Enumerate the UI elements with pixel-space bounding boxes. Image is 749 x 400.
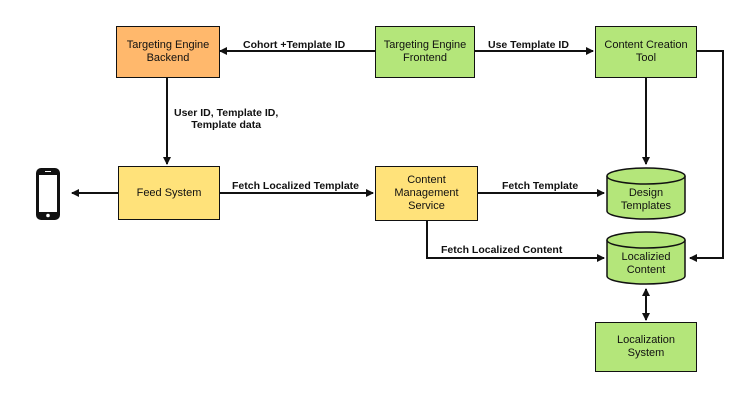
edge-label-fetch-localized-template: Fetch Localized Template bbox=[232, 180, 359, 192]
targeting-engine-backend-node: Targeting Engine Backend bbox=[116, 26, 220, 78]
localized-content-cylinder bbox=[606, 231, 686, 285]
edge-label-fetch-template: Fetch Template bbox=[502, 180, 579, 192]
design-templates-cylinder bbox=[606, 167, 686, 220]
targeting-engine-frontend-node: Targeting Engine Frontend bbox=[375, 26, 475, 78]
content-management-service-node: Content Management Service bbox=[375, 166, 478, 221]
edge-creation-tool-to-localized-content bbox=[689, 50, 724, 262]
localization-system-node: Localization System bbox=[595, 322, 697, 372]
feed-system-node: Feed System bbox=[118, 166, 220, 220]
edge-label-cohort-template-id: Cohort +Template ID bbox=[243, 39, 346, 51]
content-creation-tool-node: Content Creation Tool bbox=[595, 26, 697, 78]
localized-content-label: Localizied Content bbox=[621, 251, 671, 276]
design-templates-label: Design Templates bbox=[620, 187, 672, 212]
edge-label-fetch-localized-content: Fetch Localized Content bbox=[441, 244, 563, 256]
smartphone-icon bbox=[26, 167, 70, 221]
edge-cms-to-localized-content bbox=[426, 221, 605, 262]
edge-label-user-template-data: User ID, Template ID, Template data bbox=[174, 107, 279, 131]
edge-label-use-template-id: Use Template ID bbox=[488, 39, 569, 51]
